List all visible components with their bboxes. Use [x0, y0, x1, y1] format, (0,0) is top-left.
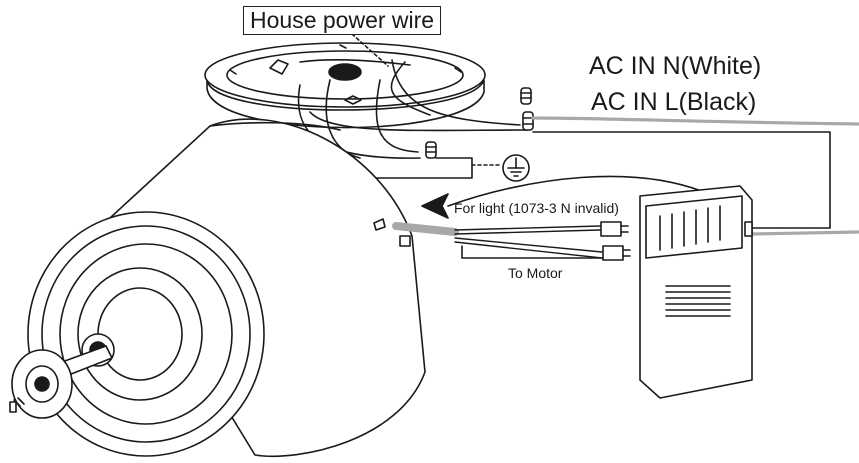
house-power-wire-label: House power wire [243, 6, 442, 35]
motor-housing [27, 118, 426, 458]
ac-in-l-label: AC IN L(Black) [591, 88, 757, 116]
ac-black-wire [532, 131, 831, 229]
antenna-wire [447, 175, 723, 207]
ground-wire [374, 157, 473, 179]
wire-nuts [425, 87, 534, 159]
ac-white-wire [531, 116, 859, 126]
motor-wire-bundle [392, 222, 606, 259]
receiver-box [639, 185, 753, 399]
light-arrow [421, 193, 449, 219]
ceiling-canopy [204, 42, 486, 129]
to-motor-label: To Motor [508, 265, 563, 281]
ac-in-n-label: AC IN N(White) [589, 52, 762, 80]
receiver-white-out [750, 230, 859, 236]
plug-connectors [600, 221, 631, 261]
for-light-label: For light (1073-3 N invalid) [454, 200, 619, 216]
callout-leader [351, 33, 389, 67]
motor-shaft [9, 345, 113, 419]
ground-icon [502, 154, 530, 182]
